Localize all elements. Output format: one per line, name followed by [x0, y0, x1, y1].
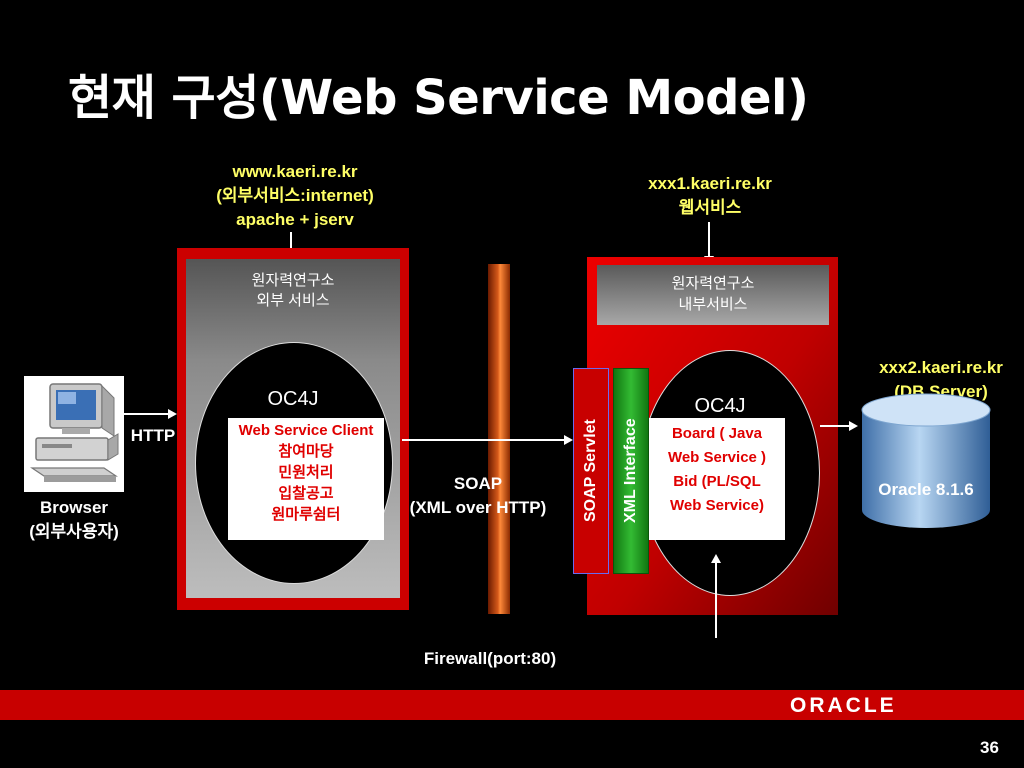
- soap-servlet-bar: SOAP Servlet: [573, 368, 609, 574]
- internal-oc4j-label: OC4J: [694, 395, 746, 417]
- internal-server-label: xxx1.kaeri.re.kr 웹서비스: [600, 172, 820, 220]
- web-service-client-label: Web Service Client: [238, 422, 374, 439]
- external-stack: apache + jserv: [236, 210, 354, 229]
- external-service-item: 참여마당: [278, 443, 334, 460]
- http-label: HTTP: [130, 426, 176, 445]
- bottom-pointer-line: [715, 562, 717, 638]
- bottom-pointer-arrowhead: [711, 554, 721, 563]
- internal-panel-line1: 원자력연구소: [671, 275, 755, 292]
- database-icon: [860, 392, 992, 530]
- soap-servlet-label: SOAP Servlet: [582, 419, 599, 523]
- internal-service-item: Web Service ): [667, 449, 767, 466]
- internal-server-panel: 원자력연구소 내부서비스: [597, 265, 829, 325]
- internal-service-item: Bid (PL/SQL: [673, 473, 761, 490]
- web-service-client-box: Web Service Client 참여마당 민원처리 입찰공고 원마루쉼터: [228, 418, 384, 540]
- external-panel-line1: 원자력연구소: [251, 272, 335, 289]
- external-desc: (외부서비스:internet): [216, 186, 374, 205]
- browser-label: Browser: [39, 498, 109, 517]
- internal-service-item: Board ( Java: [671, 425, 763, 442]
- db-arrow-arrowhead: [849, 421, 858, 431]
- firewall-label: Firewall(port:80): [423, 649, 557, 668]
- soap-arrow-line: [402, 439, 566, 441]
- http-arrow-line: [124, 413, 170, 415]
- xml-interface-label: XML Interface: [622, 418, 639, 524]
- external-server-label: www.kaeri.re.kr (외부서비스:internet) apache …: [180, 160, 410, 232]
- xml-interface-bar: XML Interface: [613, 368, 649, 574]
- browser-desc: (외부사용자): [29, 522, 119, 541]
- db-name-label: Oracle 8.1.6: [878, 480, 974, 499]
- internal-host: xxx1.kaeri.re.kr: [648, 174, 772, 193]
- internal-pointer-line: [708, 222, 710, 258]
- soap-label: SOAP: [453, 474, 503, 493]
- oracle-logo: ORACLE: [790, 694, 897, 717]
- db-host: xxx2.kaeri.re.kr: [879, 358, 1003, 377]
- external-host: www.kaeri.re.kr: [232, 162, 358, 181]
- external-pointer-line: [290, 232, 292, 256]
- db-arrow-line: [820, 425, 850, 427]
- internal-service-box: Board ( Java Web Service ) Bid (PL/SQL W…: [649, 418, 785, 540]
- external-service-item: 원마루쉼터: [271, 506, 341, 523]
- page-title: 현재 구성(Web Service Model): [68, 70, 809, 126]
- internal-desc: 웹서비스: [678, 198, 742, 217]
- external-service-item: 민원처리: [278, 464, 334, 481]
- internal-panel-line2: 내부서비스: [678, 296, 748, 313]
- footer-band: [0, 690, 1024, 720]
- external-panel-line2: 외부 서비스: [256, 292, 330, 309]
- browser-label-group: Browser (외부사용자): [4, 496, 144, 544]
- computer-icon: [24, 376, 124, 492]
- external-oc4j-label: OC4J: [267, 388, 319, 410]
- page-number: 36: [980, 738, 999, 757]
- http-arrow-arrowhead: [168, 409, 177, 419]
- soap-label-group: SOAP (XML over HTTP): [383, 472, 573, 520]
- internal-service-item: Web Service): [670, 497, 764, 514]
- external-service-item: 입찰공고: [278, 485, 334, 502]
- soap-arrow-arrowhead: [564, 435, 573, 445]
- soap-desc: (XML over HTTP): [409, 498, 547, 517]
